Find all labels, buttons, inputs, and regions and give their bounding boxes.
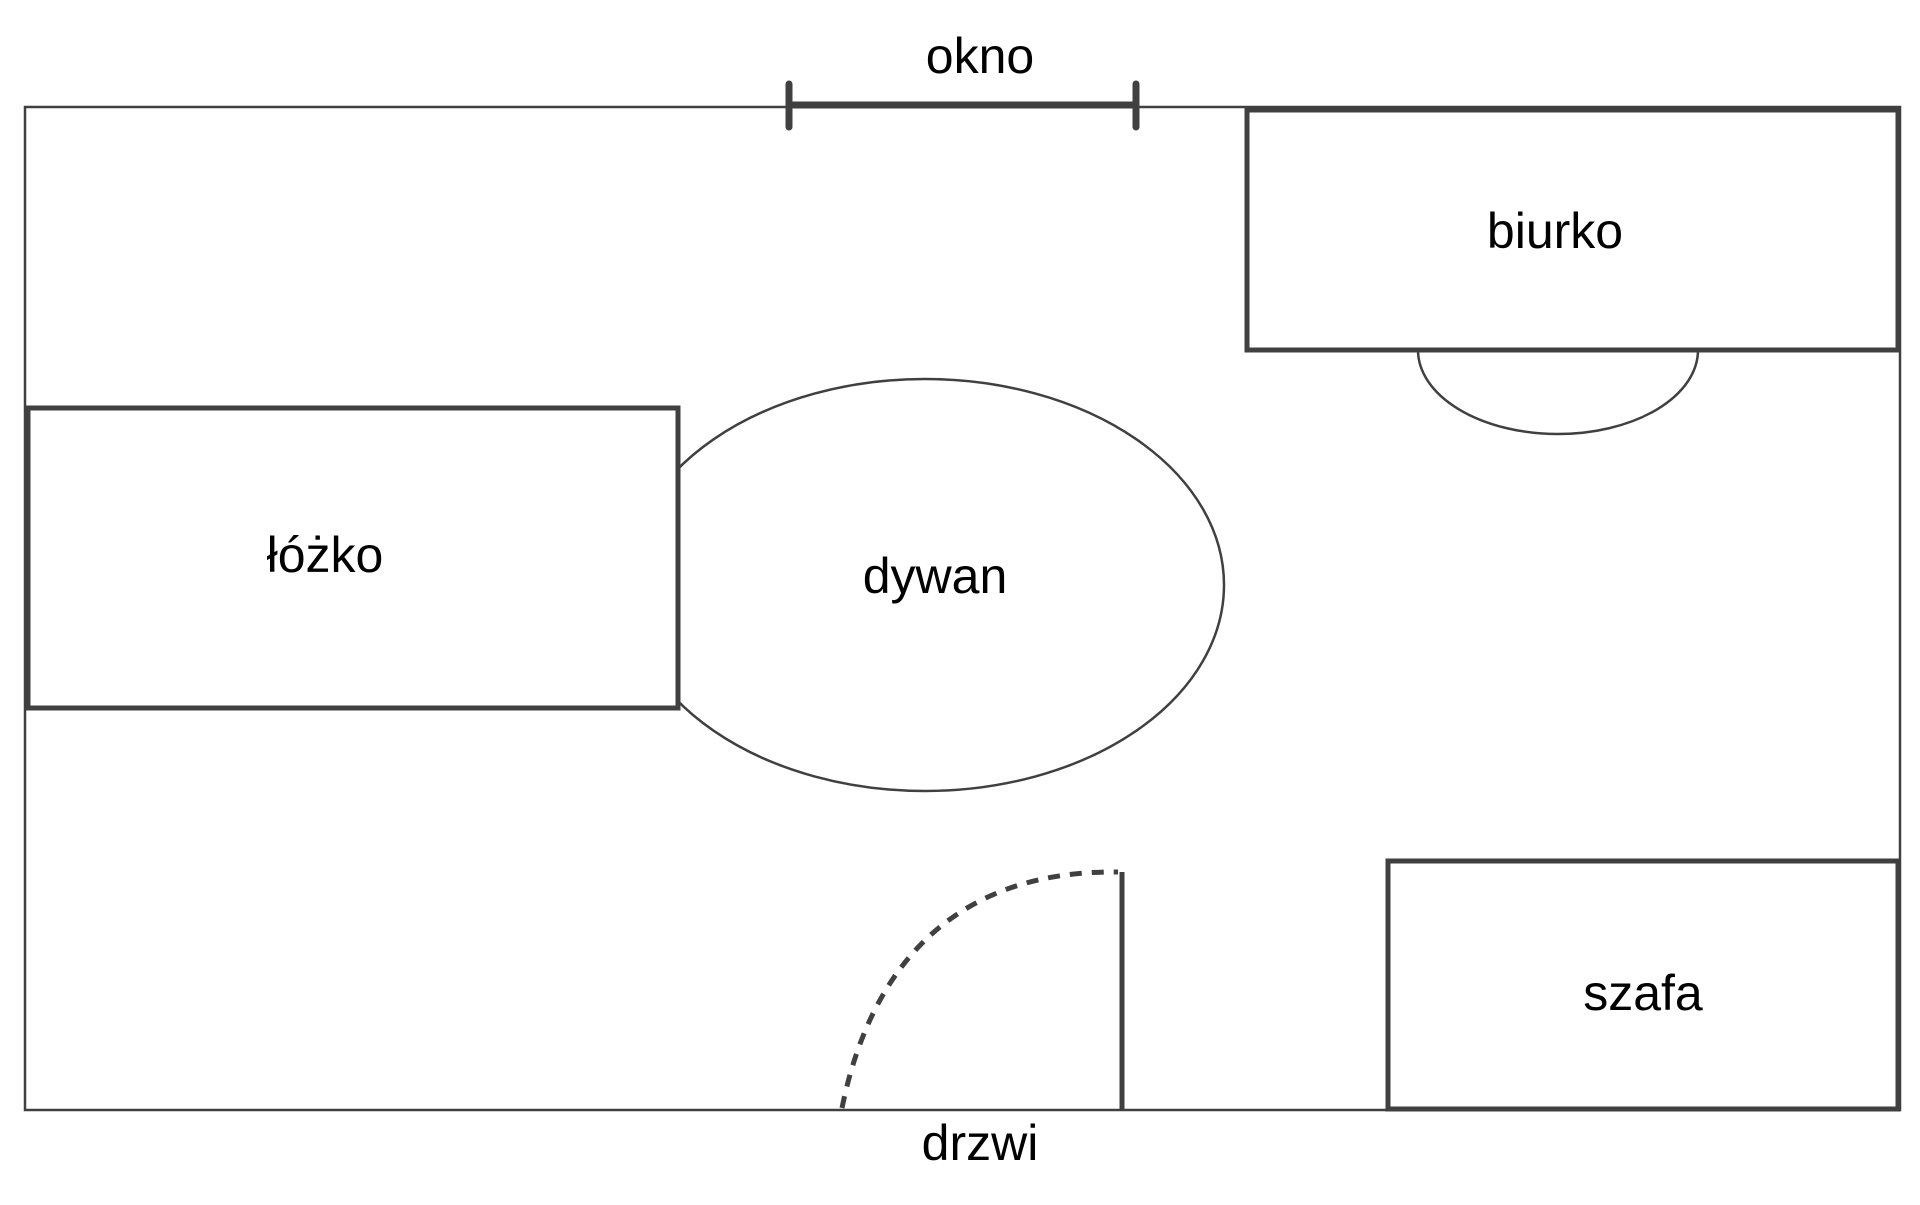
desk: biurko [1244, 107, 1901, 436]
door [839, 869, 1125, 1110]
wardrobe: szafa [1385, 858, 1901, 1112]
window-label: okno [926, 28, 1034, 84]
desk-label: biurko [1487, 203, 1623, 259]
bed-label: łóżko [267, 527, 384, 583]
door-swing-arc [839, 869, 1119, 1109]
desk-outline [1244, 107, 1901, 353]
rug-label: dywan [863, 548, 1008, 604]
desk-chair [1416, 349, 1700, 436]
bed: łóżko [25, 405, 681, 711]
window [785, 80, 1140, 131]
rug: dywan [624, 377, 1226, 793]
door-label: drzwi [922, 1115, 1039, 1171]
wardrobe-label: szafa [1583, 965, 1703, 1021]
wardrobe-outline [1385, 858, 1901, 1112]
bed-outline [25, 405, 681, 711]
